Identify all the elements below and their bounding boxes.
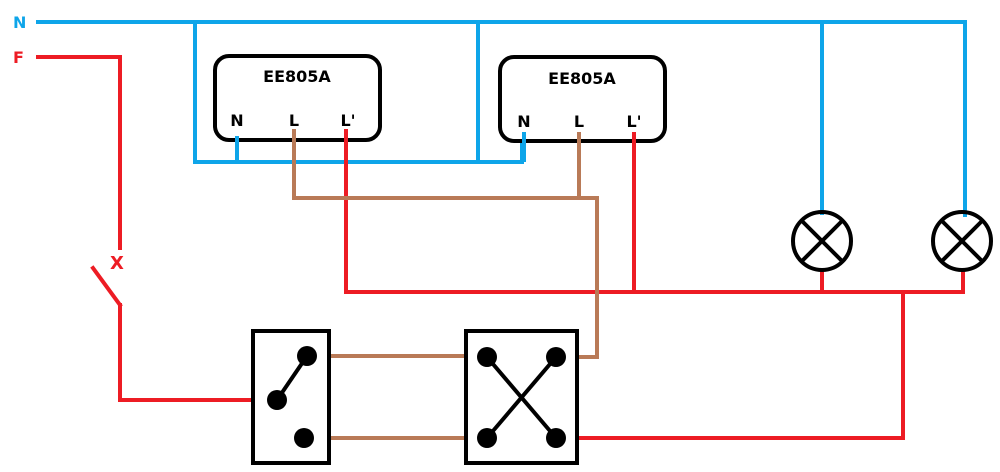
module-1: EE805A N L L' (213, 54, 382, 142)
phase-label: F (13, 48, 24, 67)
lamp-2 (931, 210, 993, 272)
module-2-box (498, 55, 667, 143)
phase-wires (36, 55, 965, 440)
two-way-switch-box (251, 329, 331, 465)
switched-live-module1-wire (344, 131, 965, 294)
neutral-main-wire (36, 20, 967, 217)
module-1-terminal-lprime: L' (340, 111, 355, 130)
intermediate-out-wire (554, 290, 905, 440)
two-way-switch (251, 329, 331, 465)
intermediate-switch-cross-2 (485, 355, 558, 440)
intermediate-switch-terminal-tr (546, 347, 566, 367)
intermediate-switch-terminal-bl (477, 428, 497, 448)
module-2-title: EE805A (548, 69, 616, 88)
module-2-terminal-l: L (574, 112, 584, 131)
intermediate-switch-terminal-tl (477, 347, 497, 367)
lamp-2-circle (931, 210, 993, 272)
neutral-label: N (13, 13, 26, 32)
lamp-1-cross-b (800, 219, 844, 263)
main-switch: X (90, 253, 124, 308)
lamp-1 (791, 210, 853, 272)
two-way-switch-common-terminal (267, 390, 287, 410)
breaker-mark: X (110, 253, 124, 274)
phase-to-switch-wire (118, 303, 272, 402)
two-way-switch-bottom-terminal (294, 428, 314, 448)
module-1-box (213, 54, 382, 142)
module-2-terminal-lprime: L' (626, 112, 641, 131)
module-2: EE805A N L L' (498, 55, 667, 143)
module-1-terminal-l: L (289, 111, 299, 130)
module-1-terminal-n: N (230, 111, 243, 130)
intermediate-switch-terminal-br (546, 428, 566, 448)
traveler-wires (292, 131, 599, 440)
lamp-2-cross-b (940, 219, 984, 263)
module-1-title: EE805A (263, 67, 331, 86)
terminal-stubs (235, 129, 636, 162)
main-switch-blade (90, 265, 123, 308)
module1-L-wire (292, 131, 599, 359)
phase-supply-wire (36, 55, 122, 250)
intermediate-switch (464, 329, 579, 465)
lamp-1-circle (791, 210, 853, 272)
two-way-switch-top-terminal (297, 346, 317, 366)
module-2-terminal-n: N (517, 112, 530, 131)
